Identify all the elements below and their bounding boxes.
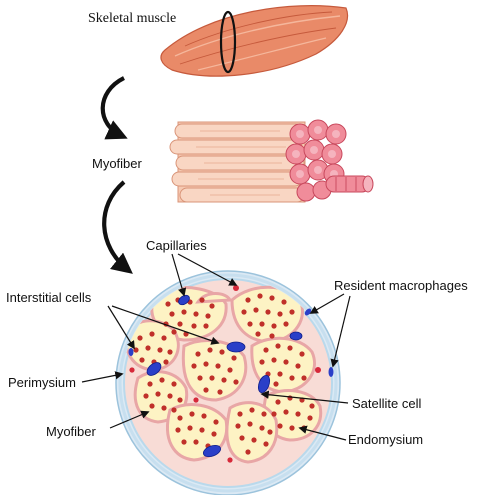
label-interstitial-cells: Interstitial cells	[6, 290, 92, 305]
myonuclei	[146, 294, 303, 458]
leader-lines	[81, 253, 351, 441]
label-capillaries: Capillaries	[146, 238, 207, 253]
label-skeletal-muscle: Skeletal muscle	[88, 11, 176, 26]
myofibril-dots	[133, 293, 315, 455]
arrow-muscle-to-myofiber	[100, 76, 128, 140]
label-satellite-cell: Satellite cell	[352, 396, 421, 411]
muscle-cross-section	[115, 270, 341, 495]
muscle-section-ring	[219, 10, 237, 74]
arrow-myofiber-to-cross-section	[102, 180, 133, 274]
label-resident-macrophages: Resident macrophages	[334, 278, 468, 293]
skeletal-muscle-illustration	[160, 5, 348, 77]
myofiber-bundle-illustration	[169, 119, 374, 203]
label-perimysium: Perimysium	[8, 375, 76, 390]
capillary-dots	[129, 285, 321, 463]
label-endomysium: Endomysium	[348, 432, 423, 447]
label-myofiber-bottom: Myofiber	[46, 424, 97, 439]
label-myofiber-top: Myofiber	[92, 156, 143, 171]
